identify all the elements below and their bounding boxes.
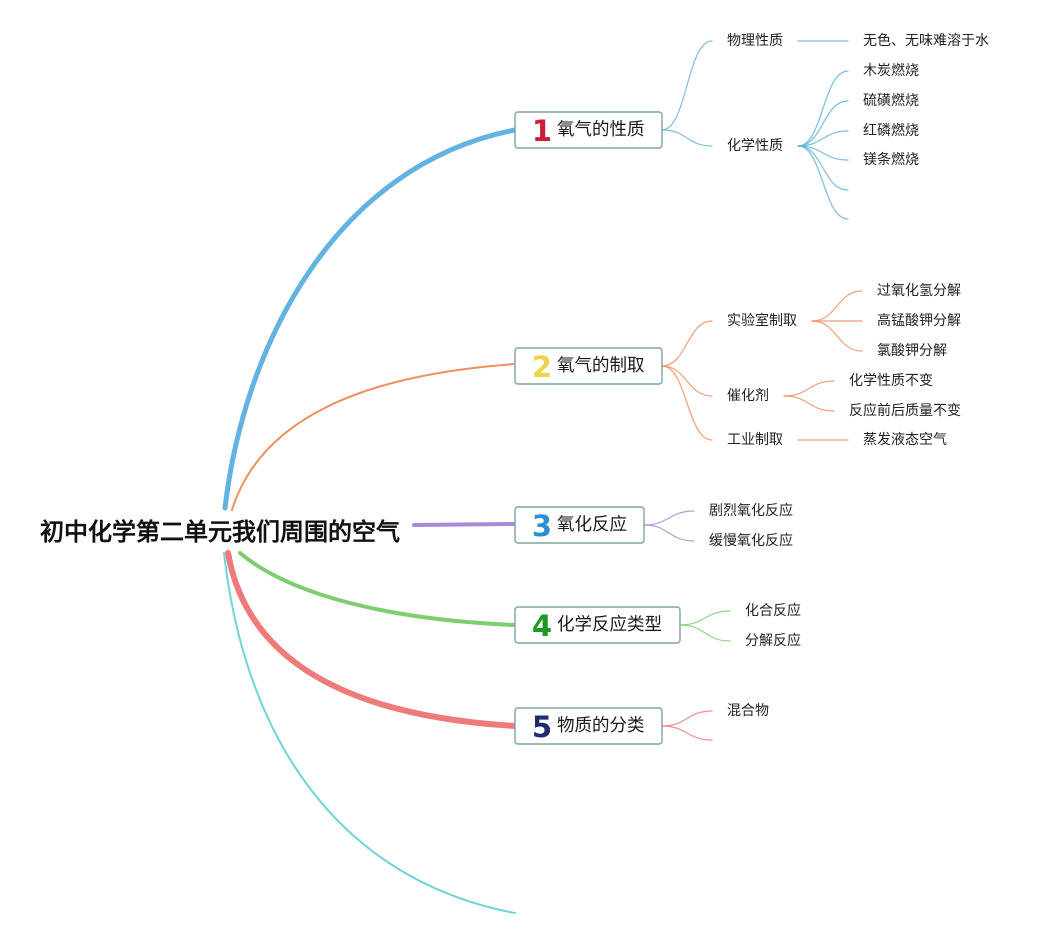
subtopic-laboratory-preparation: 实验室制取 <box>727 312 797 329</box>
leaf-sulfur-combustion: 硫磺燃烧 <box>863 92 919 109</box>
topic-box <box>514 111 663 149</box>
connector-line <box>679 624 731 642</box>
topic-label: 氧气的制取 <box>557 356 645 376</box>
topic-label: 物质的分类 <box>557 716 645 736</box>
connector-line <box>661 365 713 441</box>
leaf-decomposition-reaction: 分解反应 <box>745 632 801 649</box>
connector-line <box>797 145 849 191</box>
leaf-red-phosphorus-combustion: 红磷燃烧 <box>863 122 919 139</box>
leaf-potassium-chlorate-decomposition: 氯酸钾分解 <box>877 343 947 359</box>
leaf-hydrogen-peroxide-decomposition: 过氧化氢分解 <box>877 283 961 299</box>
branch-oxidation-reaction: 3 氧化反应 剧烈氧化反应 缓慢氧化反应 <box>514 502 793 549</box>
topic-oxygen-preparation: 2 氧气的制取 <box>514 347 663 385</box>
connector-line <box>797 145 849 220</box>
main-branch-line-chemical-reaction-types <box>238 551 517 627</box>
branch-chemical-reaction-types: 4 化学反应类型 化合反应 分解反应 <box>514 602 801 649</box>
topic-box <box>514 707 663 745</box>
connector-line <box>797 130 849 147</box>
main-branch-line-oxidation-reaction <box>412 522 517 527</box>
leaf-colorless-odorless-insoluble: 无色、无味难溶于水 <box>863 32 989 49</box>
connector-line <box>797 70 849 147</box>
connector-line <box>811 320 863 352</box>
topic-label: 氧气的性质 <box>557 120 645 140</box>
connector-line <box>643 510 695 526</box>
main-branch-line-empty <box>223 552 516 914</box>
connector-line <box>643 524 695 542</box>
topic-number-badge: 4 <box>532 609 552 643</box>
leaf-chemical-properties-unchanged: 化学性质不变 <box>849 373 933 389</box>
subtopic-chemical-properties: 化学性质 <box>727 138 783 154</box>
main-branch-line-classification-of-matter <box>225 550 518 729</box>
leaf-liquid-air-evaporation: 蒸发液态空气 <box>863 432 947 448</box>
topic-oxidation-reaction: 3 氧化反应 <box>514 506 645 544</box>
subtopic-industrial-preparation: 工业制取 <box>727 432 783 448</box>
connector-line <box>811 290 863 322</box>
connector-line <box>661 710 713 727</box>
topic-box <box>514 506 645 544</box>
topic-number-badge: 1 <box>532 114 552 148</box>
central-topic: 初中化学第二单元我们周围的空气 <box>40 518 400 546</box>
leaf-mixture: 混合物 <box>727 703 769 719</box>
connector-line <box>679 610 731 626</box>
leaf-charcoal-combustion: 木炭燃烧 <box>863 62 919 79</box>
branch-oxygen-properties: 1 氧气的性质 物理性质 无色、无味难溶于水 化学性质 木炭燃烧 硫磺燃烧 红磷… <box>514 32 989 220</box>
topic-classification-of-matter: 5 物质的分类 <box>514 707 663 745</box>
connector-line <box>661 40 713 131</box>
topic-box <box>514 606 681 644</box>
connector-line <box>783 395 835 412</box>
leaf-potassium-permanganate-decomposition: 高锰酸钾分解 <box>877 312 961 329</box>
topic-number-badge: 5 <box>532 710 552 744</box>
topic-number-badge: 3 <box>532 509 552 543</box>
connector-line <box>661 129 713 147</box>
connector-line <box>661 725 713 741</box>
branch-oxygen-preparation: 2 氧气的制取 实验室制取 过氧化氢分解 高锰酸钾分解 氯酸钾分解 催化剂 化学… <box>514 283 961 448</box>
leaf-combination-reaction: 化合反应 <box>745 602 801 619</box>
leaf-mass-unchanged: 反应前后质量不变 <box>849 402 961 419</box>
connector-line <box>783 380 835 397</box>
topic-number-badge: 2 <box>532 350 552 384</box>
topic-oxygen-properties: 1 氧气的性质 <box>514 111 663 149</box>
connector-line <box>661 320 713 367</box>
subtopic-physical-properties: 物理性质 <box>727 33 783 49</box>
topic-chemical-reaction-types: 4 化学反应类型 <box>514 606 681 644</box>
leaf-slow-oxidation: 缓慢氧化反应 <box>709 532 793 549</box>
main-branch-line-oxygen-preparation <box>231 363 516 511</box>
leaf-magnesium-combustion: 镁条燃烧 <box>863 151 919 168</box>
topic-label: 氧化反应 <box>557 515 627 535</box>
subtopic-catalyst: 催化剂 <box>727 388 769 404</box>
connector-line <box>797 100 849 147</box>
connector-line <box>661 365 713 397</box>
branch-classification-of-matter: 5 物质的分类 混合物 <box>514 703 769 745</box>
leaf-vigorous-oxidation: 剧烈氧化反应 <box>709 502 793 519</box>
topic-box <box>514 347 663 385</box>
main-branch-line-oxygen-properties <box>222 127 518 511</box>
topic-label: 化学反应类型 <box>557 615 662 635</box>
